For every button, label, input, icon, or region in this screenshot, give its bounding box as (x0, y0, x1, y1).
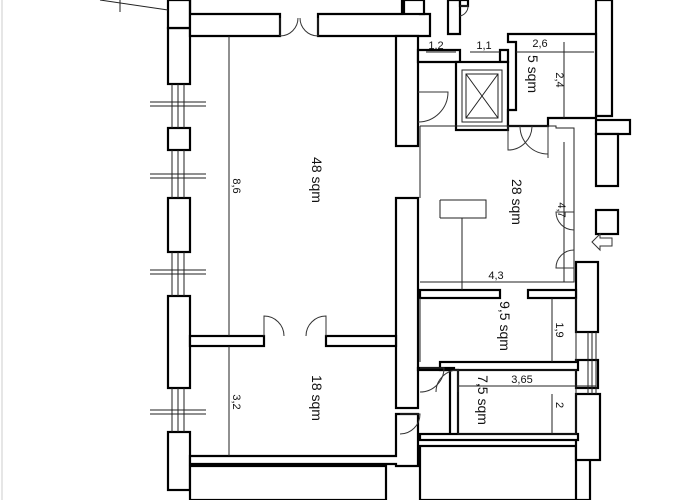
walls (166, 0, 632, 500)
room18-dimension-label: 3,2 (230, 394, 242, 409)
room7-area-label: 7,5 sqm (475, 375, 491, 425)
elevator-shaft-icon (465, 73, 499, 119)
room18-area-label: 18 sqm (309, 375, 325, 421)
hall-area-label: 28 sqm (509, 179, 525, 225)
room-labels: 48 sqm 8,6 18 sqm 3,2 28 sqm 4,7 4,3 5 s… (230, 38, 567, 425)
entrance-arrow-icon (591, 232, 613, 252)
room9-dimension-label: 1,9 (553, 322, 565, 337)
room7-dim-vertical-label: 2 (553, 402, 565, 408)
bath5-dim-horizontal-label: 2,6 (532, 38, 547, 50)
small-dim-1-label: 1,2 (428, 40, 443, 52)
bath5-dim-vertical-label: 2,4 (553, 72, 565, 87)
hall-dim-horizontal-label: 4,3 (488, 270, 503, 282)
living-dimension-label: 8,6 (230, 178, 242, 193)
small-dim-2-label: 1,1 (476, 40, 491, 52)
doors (263, 5, 575, 435)
room7-dim-horizontal-label: 3,65 (511, 374, 532, 386)
bath5-area-label: 5 sqm (525, 55, 541, 93)
living-area-label: 48 sqm (309, 157, 325, 203)
room9-area-label: 9,5 sqm (497, 301, 513, 351)
inner-lines (99, 0, 597, 456)
hall-dim-vertical-label: 4,7 (555, 202, 567, 217)
